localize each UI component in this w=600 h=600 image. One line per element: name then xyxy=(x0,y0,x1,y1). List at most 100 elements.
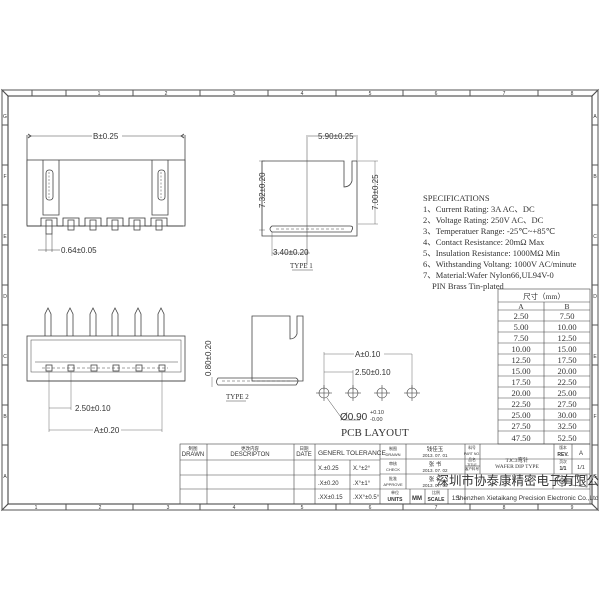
svg-text:E: E xyxy=(593,354,597,360)
svg-text:PART NO.: PART NO. xyxy=(464,452,480,456)
svg-text:TJC3弯针: TJC3弯针 xyxy=(506,456,529,464)
svg-text:22.50: 22.50 xyxy=(557,377,576,387)
top-view xyxy=(26,307,186,432)
svg-text:TITLE: TITLE xyxy=(467,463,477,467)
svg-text:尺寸（mm）: 尺寸（mm） xyxy=(523,291,565,301)
pcb-hole xyxy=(316,385,332,401)
svg-text:A: A xyxy=(593,114,597,120)
svg-text:客户料号: 客户料号 xyxy=(465,466,479,471)
svg-text:1:1: 1:1 xyxy=(452,496,461,502)
dimension-table xyxy=(497,288,591,445)
svg-text:4: 4 xyxy=(301,91,304,97)
svg-text:2.50±0.10: 2.50±0.10 xyxy=(75,404,111,413)
svg-text:4: 4 xyxy=(233,505,236,511)
svg-text:3、Temperatuer Range: -25℃~+85℃: 3、Temperatuer Range: -25℃~+85℃ xyxy=(423,226,556,236)
svg-text:A: A xyxy=(3,474,7,480)
svg-text:.X°±1°: .X°±1° xyxy=(353,481,371,487)
svg-text:DESCRIPTON: DESCRIPTON xyxy=(230,452,269,458)
specifications: SPECIFICATIONS 1、Current Rating: 3A AC、D… xyxy=(423,193,577,291)
svg-text:7.50: 7.50 xyxy=(560,311,575,321)
frame-column-labels: 1 2 3 4 5 6 7 8 1 2 3 4 5 6 7 8 9 xyxy=(35,91,574,511)
svg-text:6: 6 xyxy=(369,505,372,511)
svg-text:CHECK: CHECK xyxy=(386,467,400,472)
svg-text:G: G xyxy=(3,114,7,120)
svg-text:张 名: 张 名 xyxy=(429,475,442,483)
svg-text:2013. 07. 02: 2013. 07. 02 xyxy=(422,468,448,473)
type1-view xyxy=(259,135,378,271)
svg-text:2: 2 xyxy=(165,91,168,97)
svg-text:4、Contact Resistance: 20mΩ Max: 4、Contact Resistance: 20mΩ Max xyxy=(423,237,545,247)
svg-text:GENERL TOLERANCE: GENERL TOLERANCE xyxy=(318,450,386,457)
svg-text:1/1: 1/1 xyxy=(577,465,585,471)
svg-text:DRAWN: DRAWN xyxy=(386,452,401,457)
front-view xyxy=(26,133,186,252)
svg-text:2013. 07. 01: 2013. 07. 01 xyxy=(422,453,448,458)
svg-text:7: 7 xyxy=(435,505,438,511)
svg-text:DRAWN: DRAWN xyxy=(182,452,204,458)
svg-text:1、Current Rating: 3A AC、DC: 1、Current Rating: 3A AC、DC xyxy=(423,204,535,214)
svg-text:47.50: 47.50 xyxy=(511,433,530,443)
svg-text:2、Voltage Rating: 250V AC、DC: 2、Voltage Rating: 250V AC、DC xyxy=(423,215,544,225)
svg-text:1/1: 1/1 xyxy=(560,466,567,472)
pcb-hole xyxy=(374,385,390,401)
svg-text:SPECIFICATIONS: SPECIFICATIONS xyxy=(423,193,490,203)
svg-text:6: 6 xyxy=(435,91,438,97)
svg-text:32.50: 32.50 xyxy=(557,421,576,431)
svg-text:9: 9 xyxy=(571,505,574,511)
svg-text:7.00±0.25: 7.00±0.25 xyxy=(371,174,380,210)
svg-text:3.40±0.20: 3.40±0.20 xyxy=(273,248,309,257)
top-view-dims: 2.50±0.10 A±0.20 xyxy=(75,404,121,435)
svg-text:15.00: 15.00 xyxy=(511,366,530,376)
svg-text:3: 3 xyxy=(167,505,170,511)
svg-text:0.80±0.20: 0.80±0.20 xyxy=(204,340,213,376)
svg-text:A: A xyxy=(579,451,583,457)
frame-row-labels: A B C D E F G G F E D C B A xyxy=(3,114,597,480)
company-name-cn: 深圳市协泰康精密电子有限公司 xyxy=(436,473,600,488)
svg-text:27.50: 27.50 xyxy=(557,399,576,409)
svg-text:5.90±0.25: 5.90±0.25 xyxy=(318,132,354,141)
svg-text:.XX±0.15: .XX±0.15 xyxy=(318,495,343,501)
svg-text:张 书: 张 书 xyxy=(429,460,442,468)
svg-text:单位: 单位 xyxy=(391,489,399,495)
svg-text:2013. 07. 05: 2013. 07. 05 xyxy=(422,483,448,488)
svg-text:MM: MM xyxy=(412,496,422,502)
svg-text:PCB LAYOUT: PCB LAYOUT xyxy=(341,427,409,439)
svg-text:5.00: 5.00 xyxy=(514,322,529,332)
svg-text:2.50: 2.50 xyxy=(514,311,529,321)
svg-text:版本: 版本 xyxy=(559,445,567,450)
svg-text:17.50: 17.50 xyxy=(511,377,530,387)
svg-text:7、Material:Wafer Nylon66,UL94V: 7、Material:Wafer Nylon66,UL94V-0 xyxy=(423,270,554,280)
svg-text:7: 7 xyxy=(503,91,506,97)
svg-text:D: D xyxy=(3,294,7,300)
svg-text:2.50±0.10: 2.50±0.10 xyxy=(355,368,391,377)
svg-text:G: G xyxy=(593,474,597,480)
svg-text:8: 8 xyxy=(571,91,574,97)
svg-text:F: F xyxy=(3,174,6,180)
svg-text:E: E xyxy=(3,234,7,240)
svg-text:审核: 审核 xyxy=(389,460,397,466)
svg-text:制图: 制图 xyxy=(389,445,397,451)
svg-text:2: 2 xyxy=(99,505,102,511)
svg-text:PIN Brass Tin-plated: PIN Brass Tin-plated xyxy=(432,281,505,291)
pins-upper xyxy=(44,307,165,336)
front-view-dims: B±0.25 0.64±0.05 xyxy=(61,131,122,255)
svg-text:比例: 比例 xyxy=(432,489,440,495)
svg-text:日期: 日期 xyxy=(300,446,309,452)
svg-text:.X±0.20: .X±0.20 xyxy=(318,481,339,487)
svg-text:22.50: 22.50 xyxy=(511,399,530,409)
svg-text:-0.00: -0.00 xyxy=(370,417,383,423)
svg-text:B: B xyxy=(3,414,7,420)
pcb-hole xyxy=(404,385,420,401)
svg-text:REV.: REV. xyxy=(557,452,569,458)
svg-text:3: 3 xyxy=(233,91,236,97)
svg-text:X.°±2°: X.°±2° xyxy=(353,466,371,472)
svg-text:D: D xyxy=(593,294,597,300)
svg-text:TYPE 1: TYPE 1 xyxy=(290,262,313,270)
svg-text:0.64±0.05: 0.64±0.05 xyxy=(61,246,97,255)
svg-text:B: B xyxy=(564,302,569,311)
svg-text:1: 1 xyxy=(35,505,38,511)
svg-text:Ø0.90: Ø0.90 xyxy=(340,412,368,423)
svg-text:品名: 品名 xyxy=(468,457,476,462)
